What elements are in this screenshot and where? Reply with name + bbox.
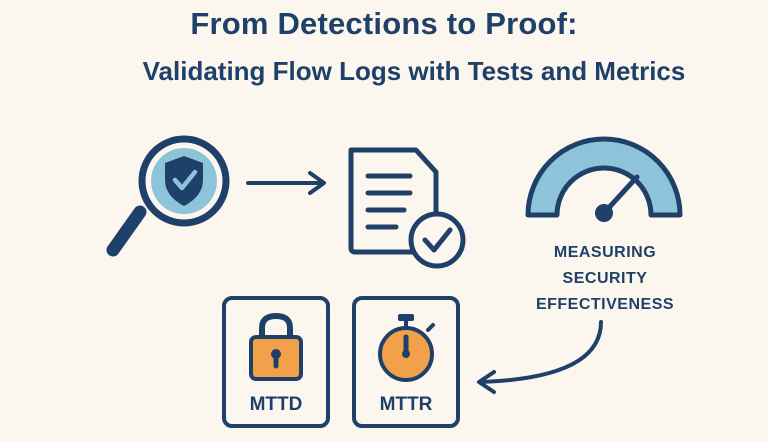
mttd-label: MTTD	[249, 394, 303, 415]
gauge-caption-line-2: SECURITY	[562, 270, 648, 287]
flow-arrow-curved	[477, 320, 603, 394]
gauge-caption-line-1: MEASURING	[553, 244, 657, 261]
padlock-icon	[249, 312, 303, 381]
stopwatch-icon	[378, 314, 435, 382]
checked-document-icon	[348, 147, 466, 269]
gauge-caption-line-3: EFFECTIVENESS	[535, 296, 675, 313]
speedometer-gauge-icon	[525, 136, 683, 222]
magnifier-shield-icon	[106, 135, 230, 257]
mttd-card	[222, 296, 330, 428]
title-line-1: From Detections to Proof:	[190, 6, 578, 41]
flow-arrow-right	[246, 171, 326, 195]
title-line-2: Validating Flow Logs with Tests and Metr…	[142, 56, 686, 86]
mttr-label: MTTR	[379, 394, 433, 415]
gauge-caption: MEASURING SECURITY EFFECTIVENESS	[520, 240, 690, 318]
mttr-card	[352, 296, 460, 428]
